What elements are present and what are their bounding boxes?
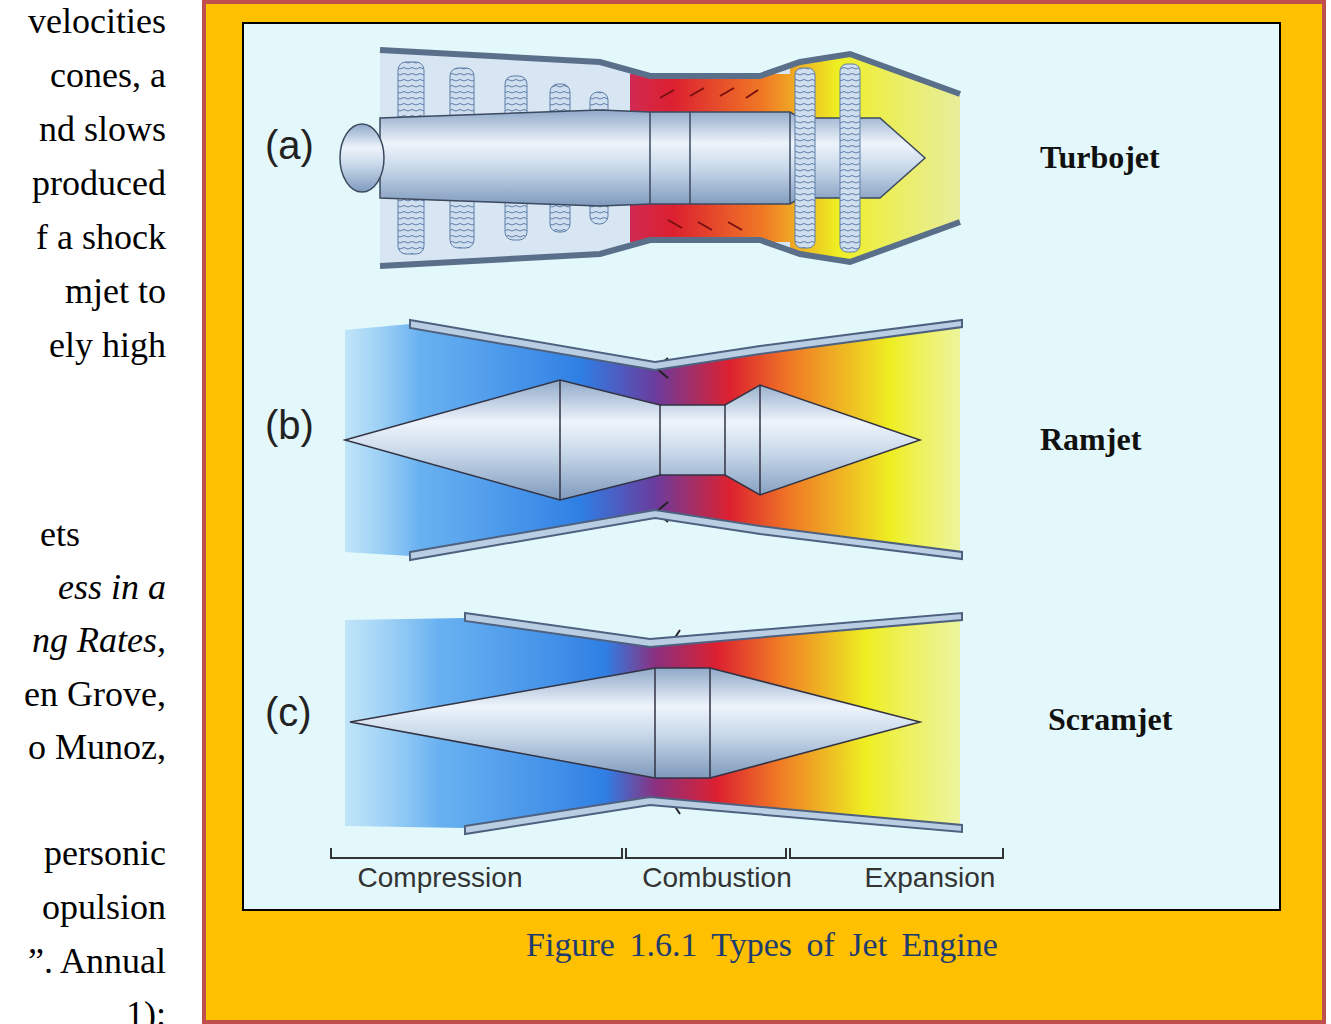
body-text: personic bbox=[44, 834, 166, 874]
panel-letter: (a) bbox=[265, 123, 314, 167]
body-text: ng Rates, bbox=[32, 621, 166, 661]
body-text: f a shock bbox=[36, 218, 166, 258]
body-text: o Munoz, bbox=[28, 728, 166, 768]
body-text: produced bbox=[32, 164, 166, 204]
body-text: ets bbox=[40, 515, 80, 555]
body-text: ”. Annual bbox=[28, 942, 166, 982]
panel-letter: (b) bbox=[265, 403, 314, 447]
body-text: opulsion bbox=[42, 888, 166, 928]
body-text: nd slows bbox=[39, 110, 166, 150]
body-text: en Grove, bbox=[24, 675, 166, 715]
body-text: mjet to bbox=[65, 272, 166, 312]
stage-label: Compression bbox=[358, 863, 523, 894]
figure-caption: Figure 1.6.1 Types of Jet Engine bbox=[526, 926, 998, 963]
engine-name: Ramjet bbox=[1040, 422, 1141, 457]
engine-name: Turbojet bbox=[1040, 140, 1160, 175]
panel-letter: (c) bbox=[265, 690, 312, 734]
body-text: cones, a bbox=[50, 56, 166, 96]
body-text: ely high bbox=[49, 326, 166, 366]
engine-name: Scramjet bbox=[1048, 702, 1172, 737]
stage-label: Expansion bbox=[865, 863, 996, 894]
stage-label: Combustion bbox=[642, 863, 791, 894]
body-text: 1): bbox=[126, 995, 166, 1024]
body-text: ess in a bbox=[58, 568, 166, 608]
body-text: velocities bbox=[28, 2, 166, 42]
